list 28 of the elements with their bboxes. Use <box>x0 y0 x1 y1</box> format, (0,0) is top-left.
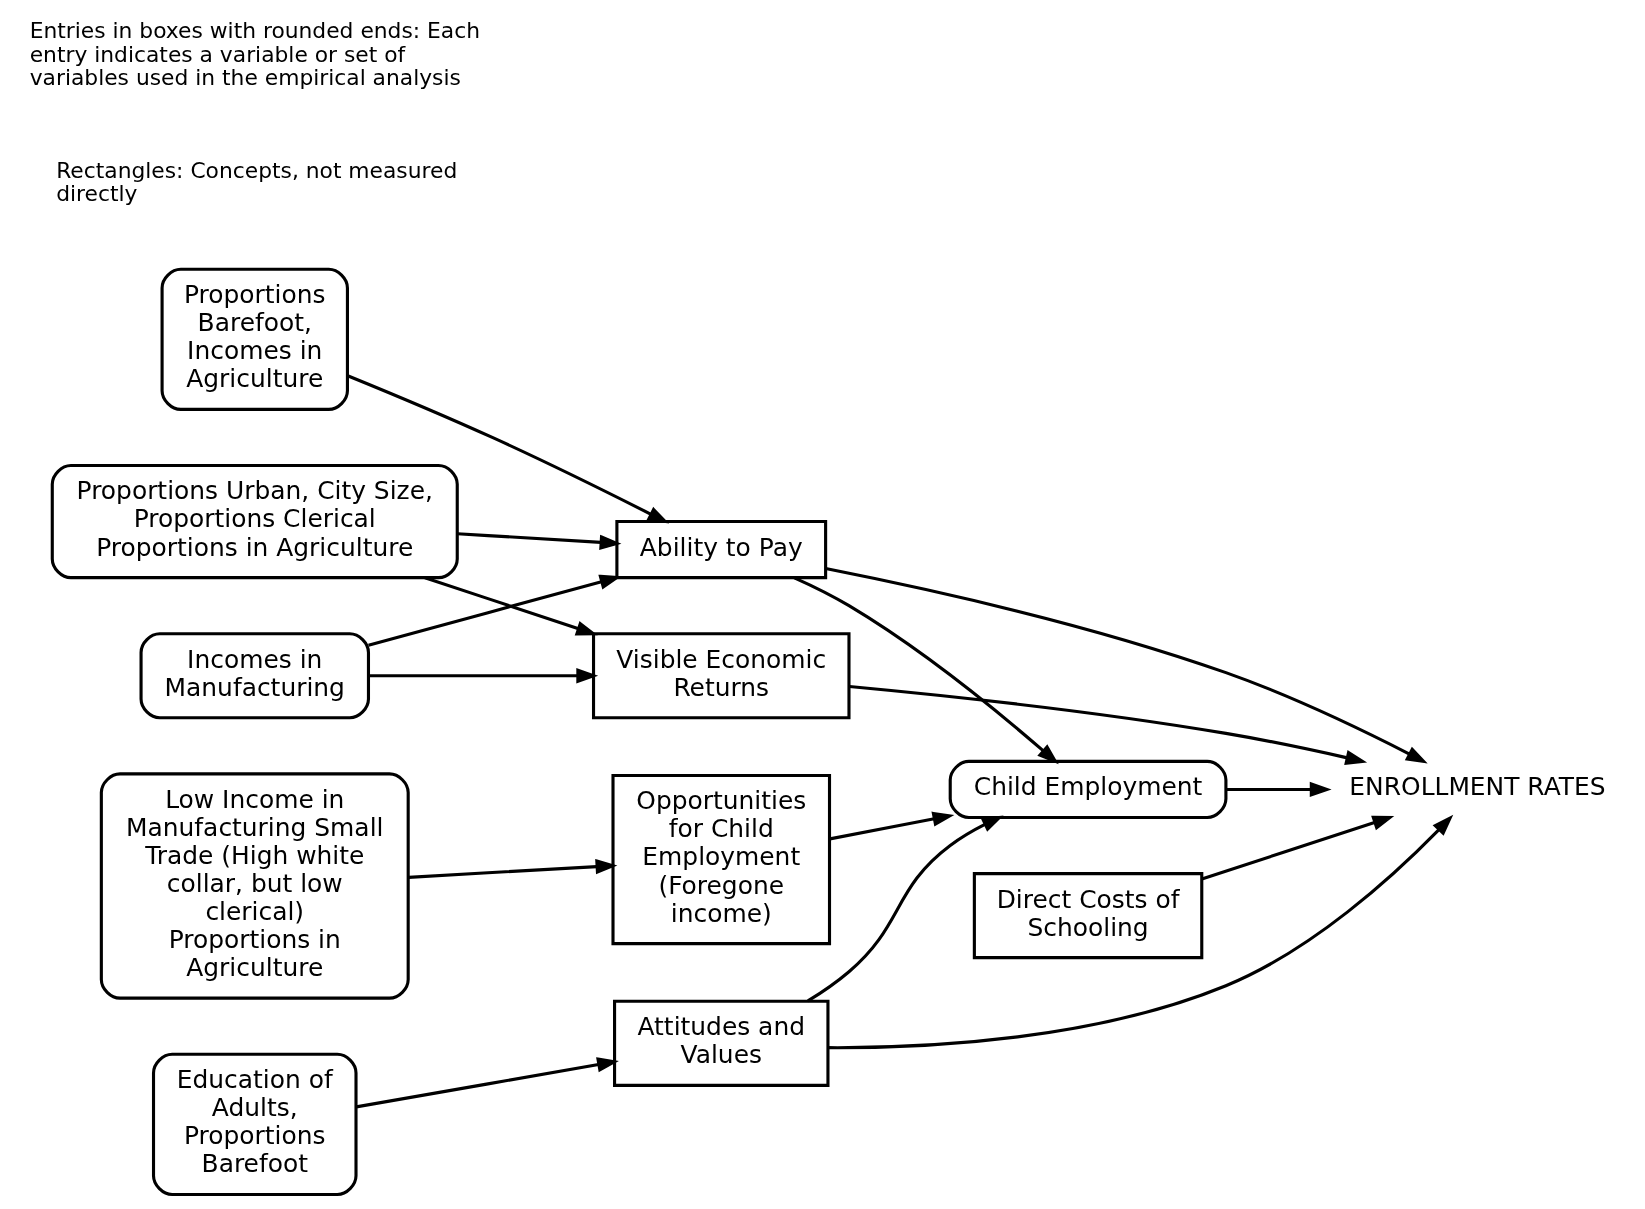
arrow <box>807 815 1004 1003</box>
arrow <box>793 576 1059 765</box>
node-box: Proportions Barefoot, Incomes in Agriculture <box>160 267 349 411</box>
arrow <box>347 374 670 524</box>
arrow <box>356 1057 619 1109</box>
arrow <box>849 684 1368 765</box>
arrow <box>408 859 618 879</box>
arrow <box>1226 781 1332 798</box>
node-box: Low Income in Manufacturing Small Trade (High white collar, but low clerical) Proportions in Agriculture <box>99 772 410 1000</box>
arrow <box>829 811 955 841</box>
node-box: Ability to Pay <box>615 520 828 580</box>
arrow <box>1201 815 1395 881</box>
node-box: Direct Costs of Schooling <box>972 872 1204 960</box>
label: Entries in boxes with rounded ends: Each entry indicates a variable or set of variables used in the empirical analysis <box>29 18 481 90</box>
node-box: Opportunities for Child Employment (Foregone income) <box>611 773 832 946</box>
node-text: ENROLLMENT RATES <box>1349 772 1606 802</box>
node-box: Attitudes and Values <box>613 999 830 1087</box>
node-box: Visible Economic Returns <box>592 632 851 720</box>
node-box: Incomes in Manufacturing <box>139 632 370 720</box>
arrow <box>368 668 599 684</box>
node-box: Child Employment <box>948 759 1228 820</box>
arrow <box>457 532 622 550</box>
arrow <box>825 567 1428 764</box>
arrow <box>424 576 598 636</box>
arrow <box>828 814 1454 1050</box>
node-box: Proportions Urban, City Size, Proportions Clerical Proportions in Agriculture <box>50 463 459 580</box>
label: Rectangles: Concepts, not measured directly <box>56 157 458 207</box>
node-box: Education of Adults, Proportions Barefoot <box>151 1052 358 1196</box>
